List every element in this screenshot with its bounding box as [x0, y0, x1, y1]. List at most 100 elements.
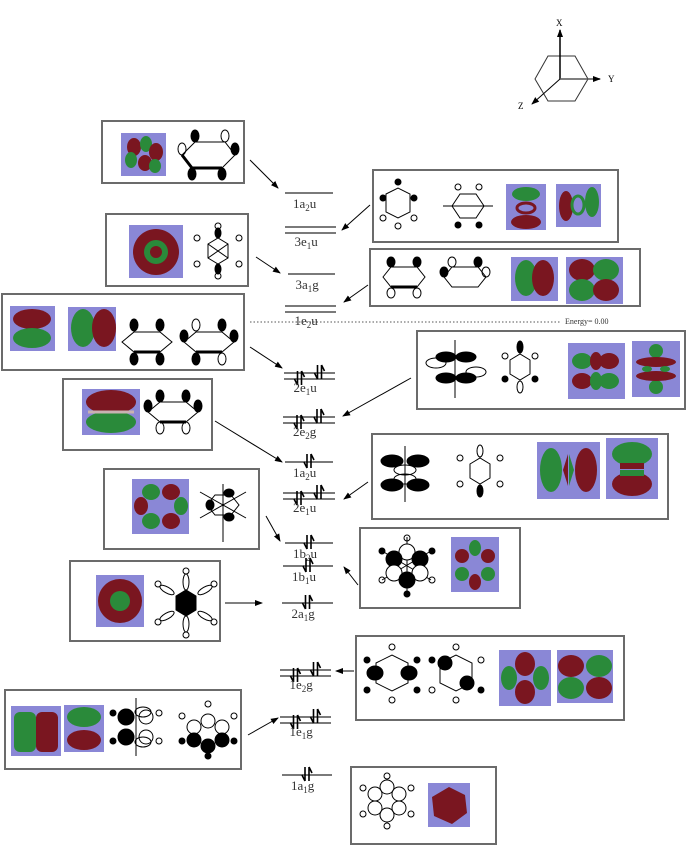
spin-down-arrow [303, 454, 308, 469]
panel-1e2u [369, 248, 641, 307]
panel-1b2u [103, 468, 260, 550]
energy-level-1e2u: 1e2u [285, 305, 336, 330]
arrow [249, 159, 279, 189]
lcao-sketch [363, 643, 485, 704]
energy-level-2e1u: 2e1u [284, 364, 335, 397]
arrow [214, 420, 283, 463]
lcao-sketch [380, 444, 504, 502]
z-axis-arrow [531, 78, 561, 105]
x-axis-label: X [556, 18, 563, 28]
benzene-ring-icon [534, 55, 589, 102]
spin-up-arrow [296, 714, 302, 729]
arrow [341, 204, 371, 231]
spin-down-arrow [301, 595, 307, 610]
level-label: 3e1u [295, 234, 319, 251]
spin-up-arrow [320, 364, 326, 379]
spin-down-arrow [289, 715, 295, 730]
energy-level-2a1g: 2a1g [282, 594, 333, 623]
energy-level-1a2u: 1a2u [285, 453, 333, 482]
spin-up-arrow [320, 484, 325, 499]
panel-2e1u [1, 293, 245, 371]
level-label: 1a1g [291, 778, 315, 795]
energy-level-1a2u_top: 1a2u [285, 192, 333, 213]
spin-up-arrow [296, 667, 302, 682]
spin-down-arrow [289, 668, 295, 683]
lcao-sketch [379, 178, 493, 230]
spin-down-arrow [303, 535, 308, 550]
energy-level-1e1g: 1e1g [280, 708, 331, 741]
connector-arrows [214, 159, 412, 736]
panel-3e1u [372, 169, 619, 243]
lcao-sketch [199, 484, 247, 542]
lcao-sketch [425, 340, 539, 398]
energy-levels: 1a2u 3e1u 3a1g 1e2u 2e1u 2e2g 1a2u 2e1u 1b2u 1b1u… [280, 192, 336, 795]
lcao-sketch [359, 772, 415, 830]
isosurface-lobes [125, 136, 163, 173]
energy-zero-label: Energy= 0.00 [565, 317, 608, 326]
arrow [343, 481, 369, 500]
spin-up-arrow [309, 557, 314, 572]
spin-up-arrow [308, 594, 314, 609]
spin-down-arrow [309, 662, 315, 677]
panel-1a2u [62, 378, 213, 451]
z-axis-label: Z [518, 101, 524, 111]
level-label: 1a2u [293, 465, 317, 482]
spin-up-arrow [310, 453, 315, 468]
panel-1a1g [350, 766, 497, 845]
spin-up-arrow [316, 661, 322, 676]
level-label: 2e2g [293, 424, 317, 441]
spin-up-arrow [310, 534, 315, 549]
panel-1e2g [355, 635, 625, 721]
energy-level-2e2g: 2e2g [283, 408, 335, 441]
spin-down-arrow [293, 371, 299, 386]
spin-up-arrow [300, 490, 305, 505]
energy-level-1b1u: 1b1u [283, 557, 333, 586]
arrow [343, 284, 369, 303]
panel-3a1g [105, 213, 249, 287]
energy-level-3e1u: 3e1u [285, 226, 336, 251]
spin-down-arrow [309, 709, 315, 724]
energy-level-1b2u: 1b2u [285, 534, 333, 563]
level-label: 1b1u [292, 569, 317, 586]
arrow [342, 377, 412, 417]
lcao-sketch [143, 389, 203, 435]
spin-down-arrow [293, 415, 298, 430]
spin-down-arrow [302, 558, 307, 573]
panel-1b1u [359, 527, 521, 609]
arrow [249, 346, 283, 369]
level-label: 1e2g [290, 677, 314, 694]
energy-level-1a1g: 1a1g [282, 766, 332, 795]
spin-down-arrow [313, 409, 318, 424]
spin-up-arrow [316, 708, 322, 723]
axes-indicator: X Y Z [518, 18, 615, 111]
spin-down-arrow [313, 365, 319, 380]
lcao-sketch [154, 567, 218, 639]
level-label: 3a1g [296, 277, 320, 294]
panel-2a1g [69, 560, 221, 642]
spin-down-arrow [313, 485, 318, 500]
lcao-sketch [193, 222, 243, 280]
energy-level-3a1g: 3a1g [288, 273, 335, 294]
spin-up-arrow [308, 766, 313, 781]
lcao-sketch [121, 318, 239, 366]
level-label: 2e1u [294, 380, 318, 397]
y-axis-label: Y [608, 74, 615, 84]
level-label: 2e1u [293, 500, 317, 517]
spin-up-arrow [300, 370, 306, 385]
panel-2e2g [416, 330, 686, 410]
panel-1e1g [4, 689, 242, 770]
spin-up-arrow [320, 408, 325, 423]
isosurface-image [568, 343, 625, 399]
panel-2e1u-low [371, 433, 669, 520]
level-label: 1a2u [293, 196, 317, 213]
arrow [247, 717, 279, 736]
level-label: 1e2u [295, 313, 319, 330]
lcao-sketch [177, 129, 240, 181]
arrow [265, 515, 281, 542]
arrow [255, 256, 281, 274]
spin-down-arrow [301, 767, 306, 782]
spin-up-arrow [300, 414, 305, 429]
arrow [343, 566, 359, 586]
energy-level-1e2g: 1e2g [280, 661, 331, 694]
